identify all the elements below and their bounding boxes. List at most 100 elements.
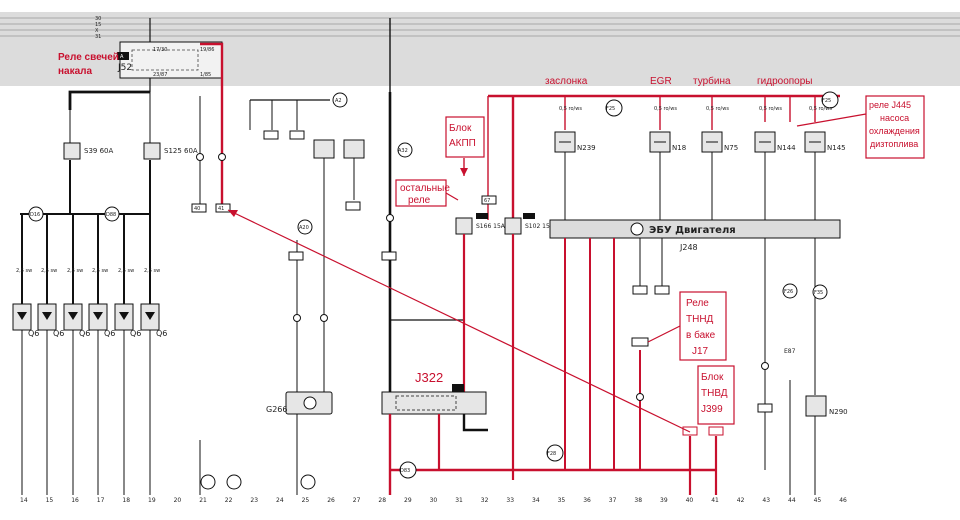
column-number: 19 <box>148 497 156 504</box>
wire-code: 0,5 ro/ws <box>809 106 832 112</box>
column-number: 40 <box>686 497 694 504</box>
annotation-akpp: АКПП <box>449 138 476 149</box>
glow-plug-label: Q6 <box>53 329 64 338</box>
ecu-j248-bar <box>549 219 841 239</box>
actuator-label: N144 <box>777 144 796 152</box>
pin-label: 17/30 <box>153 47 167 53</box>
annotation-j445: дизтоплива <box>870 139 918 149</box>
annotation-tnvd: J399 <box>701 404 723 415</box>
column-number: 34 <box>532 497 540 504</box>
fuse-column-left: S39 60A S125 60A D16 D88 <box>20 92 198 222</box>
wire-code: 0,5 ro/ws <box>559 106 582 112</box>
annotation-tnvd: ТНВД <box>701 388 728 399</box>
annotation-tnvd: Блок <box>701 372 724 383</box>
column-number: 22 <box>225 497 233 504</box>
red-supply-bus: F25 F25 <box>487 91 840 220</box>
junction-label: D88 <box>106 212 116 218</box>
bottom-red-bus: F28 D83 <box>390 426 724 495</box>
wire-code: 2,5 sw <box>144 268 160 274</box>
column-number: 36 <box>583 497 591 504</box>
wire-code: 2,5 sw <box>16 268 32 274</box>
actuator-label: N145 <box>827 144 846 152</box>
n290-group: F35 N290 E87 <box>784 238 848 495</box>
column-number: 41 <box>711 497 719 504</box>
relay-j322 <box>381 384 488 495</box>
junction-label: F28 <box>547 451 556 457</box>
ecu-code: J248 <box>679 243 698 252</box>
column-number: 35 <box>558 497 566 504</box>
column-number: 30 <box>430 497 438 504</box>
column-number: 21 <box>199 497 207 504</box>
junction-label: F25 <box>606 106 615 112</box>
actuator-label: N75 <box>724 144 738 152</box>
fuses-s166-s102: S166 15A S102 15A 67 <box>455 195 555 480</box>
column-number: 25 <box>302 497 310 504</box>
actuator-label: N18 <box>672 144 686 152</box>
annotation-other-relays: остальные <box>400 183 450 194</box>
wire-code: 2,5 sw <box>41 268 57 274</box>
junction-label: F25 <box>822 98 831 104</box>
column-number: 31 <box>455 497 463 504</box>
column-number: 33 <box>506 497 514 504</box>
pin-label: 19/86 <box>200 47 214 53</box>
column-number: 14 <box>20 497 28 504</box>
column-number: 46 <box>839 497 847 504</box>
annotation-glow-relay: накала <box>58 66 93 77</box>
column-number: 27 <box>353 497 361 504</box>
rail-label: 31 <box>95 34 101 40</box>
column-number: 45 <box>814 497 822 504</box>
junction-label: A2 <box>335 98 342 104</box>
rail-label: 15 <box>95 22 101 28</box>
column-number: 37 <box>609 497 617 504</box>
annotation-flap: заслонка <box>545 76 588 87</box>
column-number: 20 <box>174 497 182 504</box>
column-number: 38 <box>634 497 642 504</box>
glow-plug-label: Q6 <box>104 329 115 338</box>
rail-label: 30 <box>95 16 101 22</box>
annotation-egr: EGR <box>650 76 672 87</box>
column-number: 18 <box>122 497 130 504</box>
relay-j52-tag: A <box>120 54 124 60</box>
fuse-label: S39 60A <box>84 147 113 155</box>
glow-plug-row: Q6 2,5 sw Q6 2,5 sw Q6 2,5 sw Q6 2,5 sw Q6 2,5 sw… <box>12 214 167 495</box>
annotations: Блок АКПП остальные реле заслонка EGR ту… <box>227 75 925 433</box>
glow-plug-label: Q6 <box>130 329 141 338</box>
column-number: 23 <box>250 497 258 504</box>
wire-code: 2,5 sw <box>92 268 108 274</box>
annotation-j322: J322 <box>415 370 443 385</box>
connector-label: 40 <box>194 206 200 212</box>
annotation-tnnd: Реле <box>686 298 709 309</box>
annotation-akpp: Блок <box>449 123 472 134</box>
glow-plug-label: Q6 <box>79 329 90 338</box>
annotation-glow-relay: Реле свечей <box>58 52 119 63</box>
column-number: 28 <box>378 497 386 504</box>
junction-label: F26 <box>784 289 793 295</box>
relay-j52-label: J52 <box>117 63 132 73</box>
connector-label: 67 <box>484 198 490 204</box>
column-number: 24 <box>276 497 284 504</box>
fuse-label: S125 60A <box>164 147 198 155</box>
annotation-tnnd: ТННД <box>686 314 714 325</box>
annotation-j445: реле J445 <box>869 100 911 110</box>
column-number: 32 <box>481 497 489 504</box>
connector-label: 41 <box>218 206 224 212</box>
column-number: 26 <box>327 497 335 504</box>
column-number: 42 <box>737 497 745 504</box>
fuse-label: S166 15A <box>476 223 506 230</box>
wire-code: 2,5 sw <box>118 268 134 274</box>
mid-fuse-group: 40 41 A2 A32 <box>191 92 413 213</box>
glow-plug-label: Q6 <box>156 329 167 338</box>
column-number: 16 <box>71 497 79 504</box>
wire-code: 0,5 ro/ws <box>759 106 782 112</box>
fuse-label: S102 15A <box>525 223 555 230</box>
component-label: E87 <box>784 348 796 355</box>
column-number: 29 <box>404 497 412 504</box>
junction-label: A32 <box>398 148 408 154</box>
wire-code: 2,5 sw <box>67 268 83 274</box>
pin-label: 23/87 <box>153 72 167 78</box>
annotation-mounts: гидроопоры <box>757 76 812 87</box>
junction-label: A20 <box>299 225 309 231</box>
junction-label: D16 <box>30 212 40 218</box>
